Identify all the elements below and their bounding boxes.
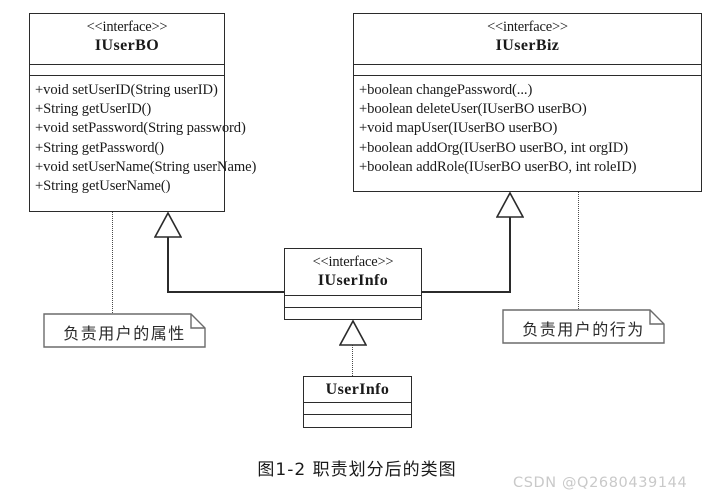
generalization-line-iuserinfo-to-iuserbiz-horizontal	[421, 291, 511, 293]
note-anchor-line-right	[578, 192, 579, 311]
note-text-right: 负责用户的行为	[522, 320, 645, 339]
generalization-arrowhead-iuserbo	[154, 212, 182, 238]
figure-caption: 图1-2 职责划分后的类图	[257, 460, 457, 480]
class-methods-iuserbiz: +boolean changePassword(...) +boolean de…	[354, 76, 701, 181]
realization-arrowhead-iuserinfo	[339, 320, 367, 346]
class-name-iuserbo: IUserBO	[94, 37, 160, 54]
class-header-iuserinfo: <<interface>> IUserInfo	[285, 249, 421, 296]
class-box-iuserbiz[interactable]: <<interface>> IUserBiz +boolean changePa…	[353, 13, 702, 192]
note-shape-right	[502, 309, 665, 344]
class-attributes-iuserinfo	[285, 296, 421, 308]
class-stereotype-iuserbiz: <<interface>>	[487, 19, 568, 35]
generalization-line-iuserinfo-to-iuserbo-vertical	[167, 237, 169, 292]
class-attributes-userinfo	[304, 403, 411, 415]
class-method: +boolean addRole(IUserBO userBO, int rol…	[359, 158, 637, 175]
class-method: +void setPassword(String password)	[35, 120, 246, 137]
class-name-iuserbiz: IUserBiz	[495, 37, 560, 54]
csdn-watermark: CSDN @Q2680439144	[513, 475, 688, 491]
class-method: +boolean addOrg(IUserBO userBO, int orgI…	[359, 139, 628, 156]
class-box-iuserinfo[interactable]: <<interface>> IUserInfo	[284, 248, 422, 320]
class-method: +boolean changePassword(...)	[359, 82, 533, 98]
class-header-iuserbo: <<interface>> IUserBO	[30, 14, 224, 65]
note-text-left: 负责用户的属性	[63, 324, 186, 343]
class-name-iuserinfo: IUserInfo	[317, 272, 389, 289]
class-method: +void setUserID(String userID)	[35, 82, 218, 98]
class-box-userinfo[interactable]: UserInfo	[303, 376, 412, 428]
class-box-iuserbo[interactable]: <<interface>> IUserBO +void setUserID(St…	[29, 13, 257, 212]
class-attributes-iuserbo	[30, 65, 224, 76]
note-box-right[interactable]: 负责用户的行为	[502, 309, 665, 344]
realization-line-userinfo-to-iuserinfo	[352, 345, 353, 376]
class-header-userinfo: UserInfo	[304, 377, 411, 403]
class-method: +String getUserID()	[35, 101, 152, 118]
class-methods-iuserbo: +void setUserID(String userID) +String g…	[30, 76, 257, 200]
class-stereotype-iuserinfo: <<interface>>	[312, 254, 394, 270]
class-method: +String getPassword()	[35, 139, 164, 156]
class-header-iuserbiz: <<interface>> IUserBiz	[354, 14, 701, 65]
generalization-line-iuserinfo-to-iuserbo-horizontal	[167, 291, 286, 293]
class-method: +String getUserName()	[35, 178, 171, 195]
class-name-userinfo: UserInfo	[325, 381, 390, 398]
class-method: +void mapUser(IUserBO userBO)	[359, 120, 558, 137]
note-box-left[interactable]: 负责用户的属性	[43, 313, 206, 348]
class-method: +void setUserName(String userName)	[35, 158, 257, 175]
class-methods-userinfo	[304, 415, 411, 427]
class-stereotype-iuserbo: <<interface>>	[86, 19, 168, 35]
generalization-arrowhead-iuserbiz	[496, 192, 524, 218]
note-anchor-line-left	[112, 212, 113, 315]
class-attributes-iuserbiz	[354, 65, 701, 76]
class-method: +boolean deleteUser(IUserBO userBO)	[359, 101, 587, 118]
class-methods-iuserinfo	[285, 308, 421, 319]
note-shape-left	[43, 313, 206, 348]
generalization-line-iuserinfo-to-iuserbiz-vertical	[509, 217, 511, 292]
